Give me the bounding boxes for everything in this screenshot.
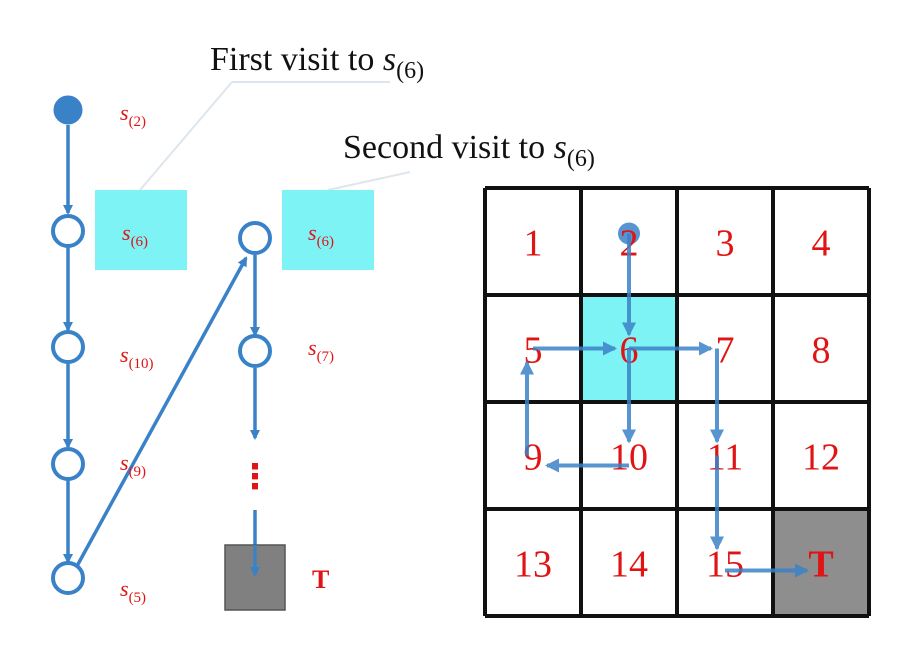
node-s6-first: [51, 214, 85, 248]
callout-line-second: [327, 171, 411, 191]
trajectory-ellipsis: ⋮: [238, 457, 272, 497]
state-label-s6-first: s(6): [122, 220, 148, 250]
grid-cell-13: [485, 509, 581, 616]
grid-cell-label-8: 8: [812, 330, 831, 372]
grid-cell-8: [773, 295, 869, 402]
grid-cell-label-12: 12: [802, 437, 840, 479]
grid-cell-11: [677, 402, 773, 509]
state-label-s5: s(5): [120, 576, 146, 606]
grid-cell-label-1: 1: [524, 223, 543, 265]
grid-cell-4: [773, 188, 869, 295]
state-label-s9: s(9): [120, 450, 146, 480]
arrow-s5-to-s6-second: [75, 256, 248, 567]
node-s7: [238, 334, 272, 368]
grid-cell-label-10: 10: [610, 437, 648, 479]
state-label-s10: s(10): [120, 342, 154, 372]
node-start: [53, 95, 83, 125]
grid-world: 123456789101112131415T: [483, 186, 871, 618]
trajectory-terminal-label: T: [312, 565, 329, 594]
grid-cell-label-15: 15: [706, 544, 744, 586]
grid-cell-label-7: 7: [716, 330, 735, 372]
node-s9: [51, 447, 85, 481]
state-label-s2: s(2): [120, 100, 146, 130]
grid-cell-label-11: 11: [707, 437, 744, 479]
caption-first-visit: First visit to s(6): [210, 41, 424, 84]
node-s10: [51, 330, 85, 364]
node-s5: [51, 561, 85, 595]
grid-cell-12: [773, 402, 869, 509]
grid-cell-1: [485, 188, 581, 295]
grid-cell-T: [773, 509, 869, 616]
grid-cell-label-14: 14: [610, 544, 648, 586]
grid-cell-label-4: 4: [812, 223, 831, 265]
grid-cell-15: [677, 509, 773, 616]
grid-cell-9: [485, 402, 581, 509]
grid-cell-14: [581, 509, 677, 616]
grid-cell-label-3: 3: [716, 223, 735, 265]
callout-line-first-diag: [139, 81, 233, 191]
grid-cell-3: [677, 188, 773, 295]
state-label-s6-second: s(6): [308, 220, 334, 250]
grid-cell-label-13: 13: [514, 544, 552, 586]
state-label-s7: s(7): [308, 335, 334, 365]
first-visit-highlight-box: [95, 190, 187, 270]
node-s6-second: [238, 221, 272, 255]
grid-cell-label-T: T: [808, 544, 833, 586]
second-visit-highlight-box: [282, 190, 374, 270]
caption-second-visit: Second visit to s(6): [343, 129, 595, 172]
